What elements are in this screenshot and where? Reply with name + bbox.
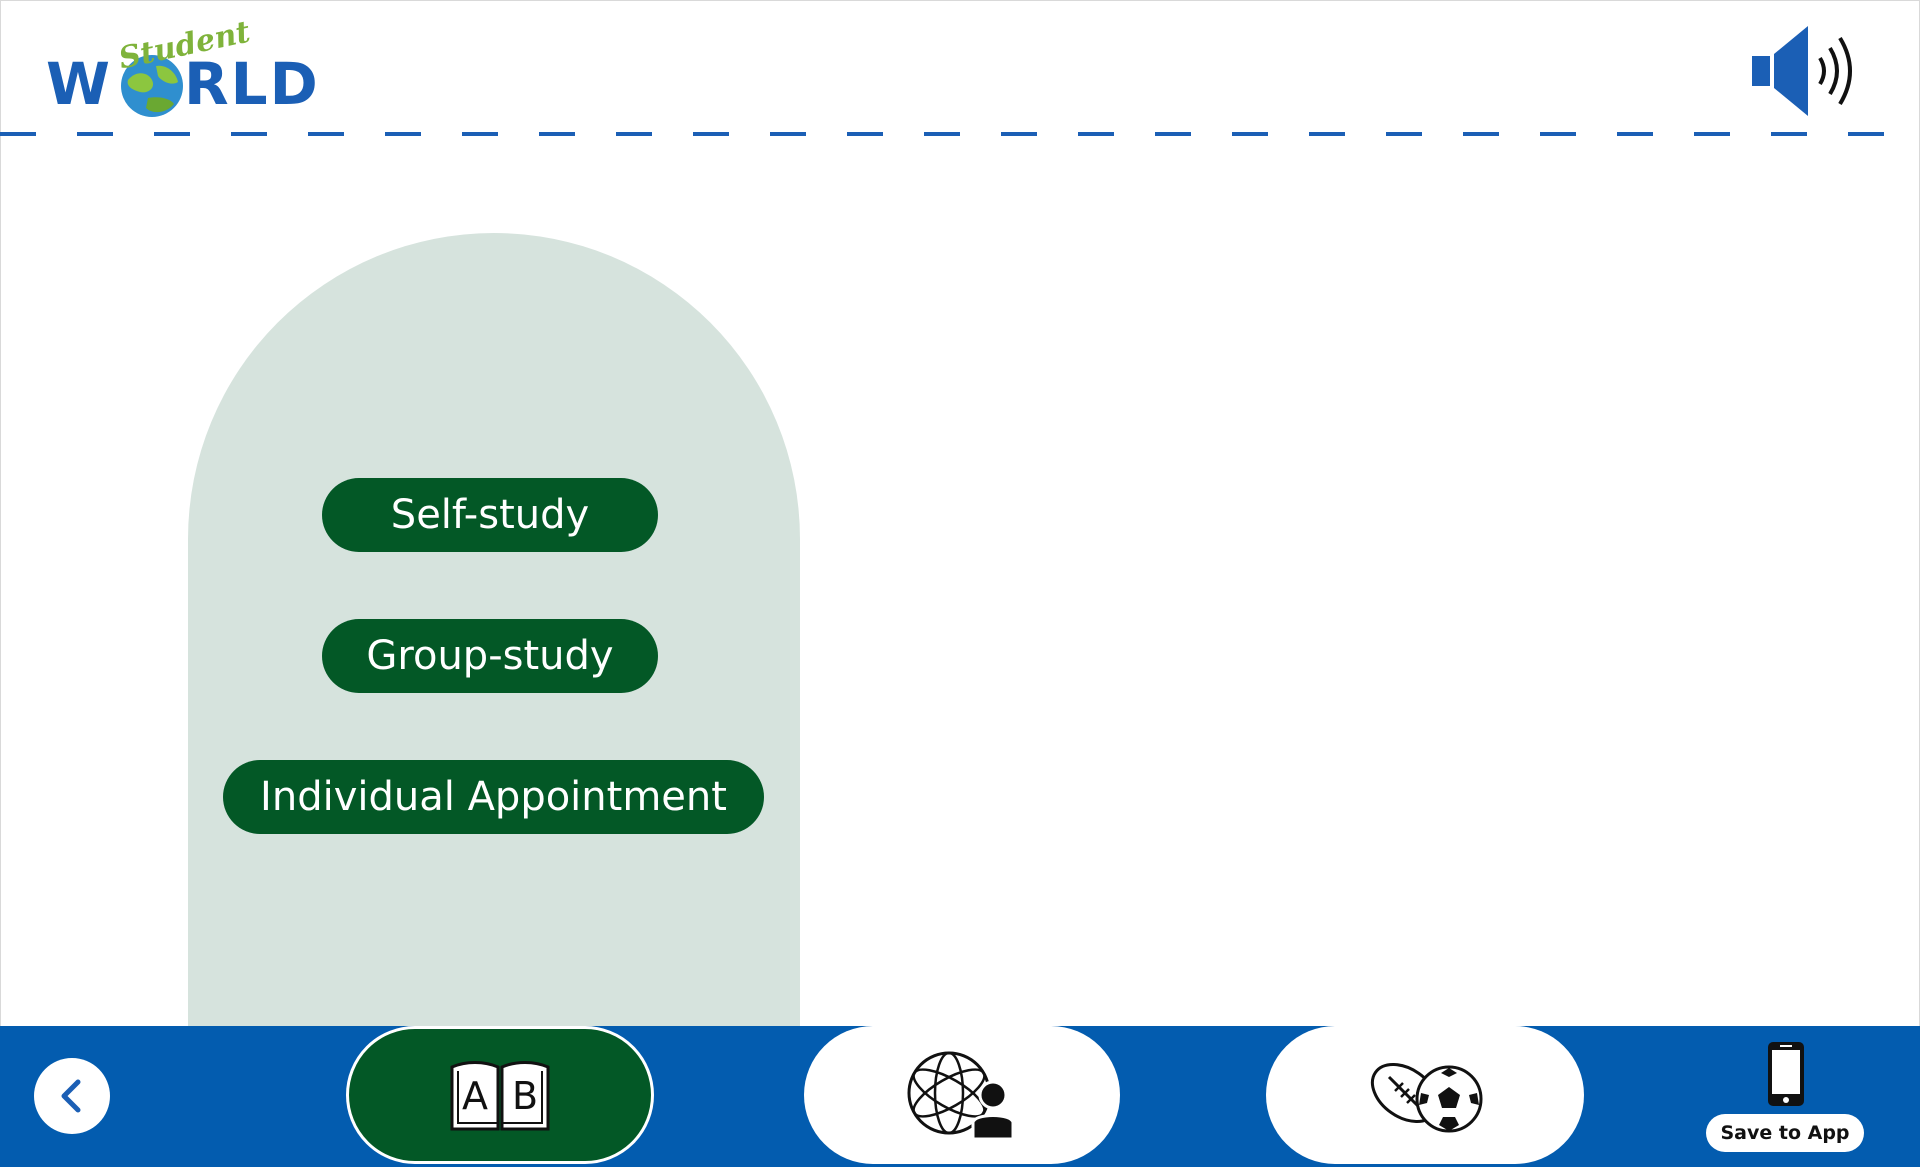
- self-study-button[interactable]: Self-study: [322, 478, 658, 552]
- tab-global-community[interactable]: [804, 1026, 1120, 1164]
- back-button[interactable]: [34, 1058, 110, 1134]
- chevron-left-icon: [61, 1079, 81, 1113]
- header-divider: [0, 132, 1920, 136]
- individual-appointment-button[interactable]: Individual Appointment: [223, 760, 764, 834]
- tab-sports[interactable]: [1266, 1026, 1584, 1164]
- svg-text:B: B: [512, 1074, 538, 1118]
- speaker-icon[interactable]: [1748, 22, 1872, 120]
- save-to-app-label: Save to App: [1706, 1114, 1864, 1152]
- globe-person-icon: [907, 1051, 1015, 1141]
- save-to-app-button[interactable]: Save to App: [1706, 1036, 1866, 1154]
- globe-icon: [121, 55, 183, 117]
- phone-icon: [1768, 1042, 1804, 1106]
- group-study-button[interactable]: Group-study: [322, 619, 658, 693]
- tab-reading[interactable]: A B: [346, 1026, 654, 1164]
- open-book-ab-icon: A B: [450, 1061, 550, 1131]
- svg-text:A: A: [462, 1074, 488, 1118]
- sports-balls-icon: [1370, 1062, 1483, 1133]
